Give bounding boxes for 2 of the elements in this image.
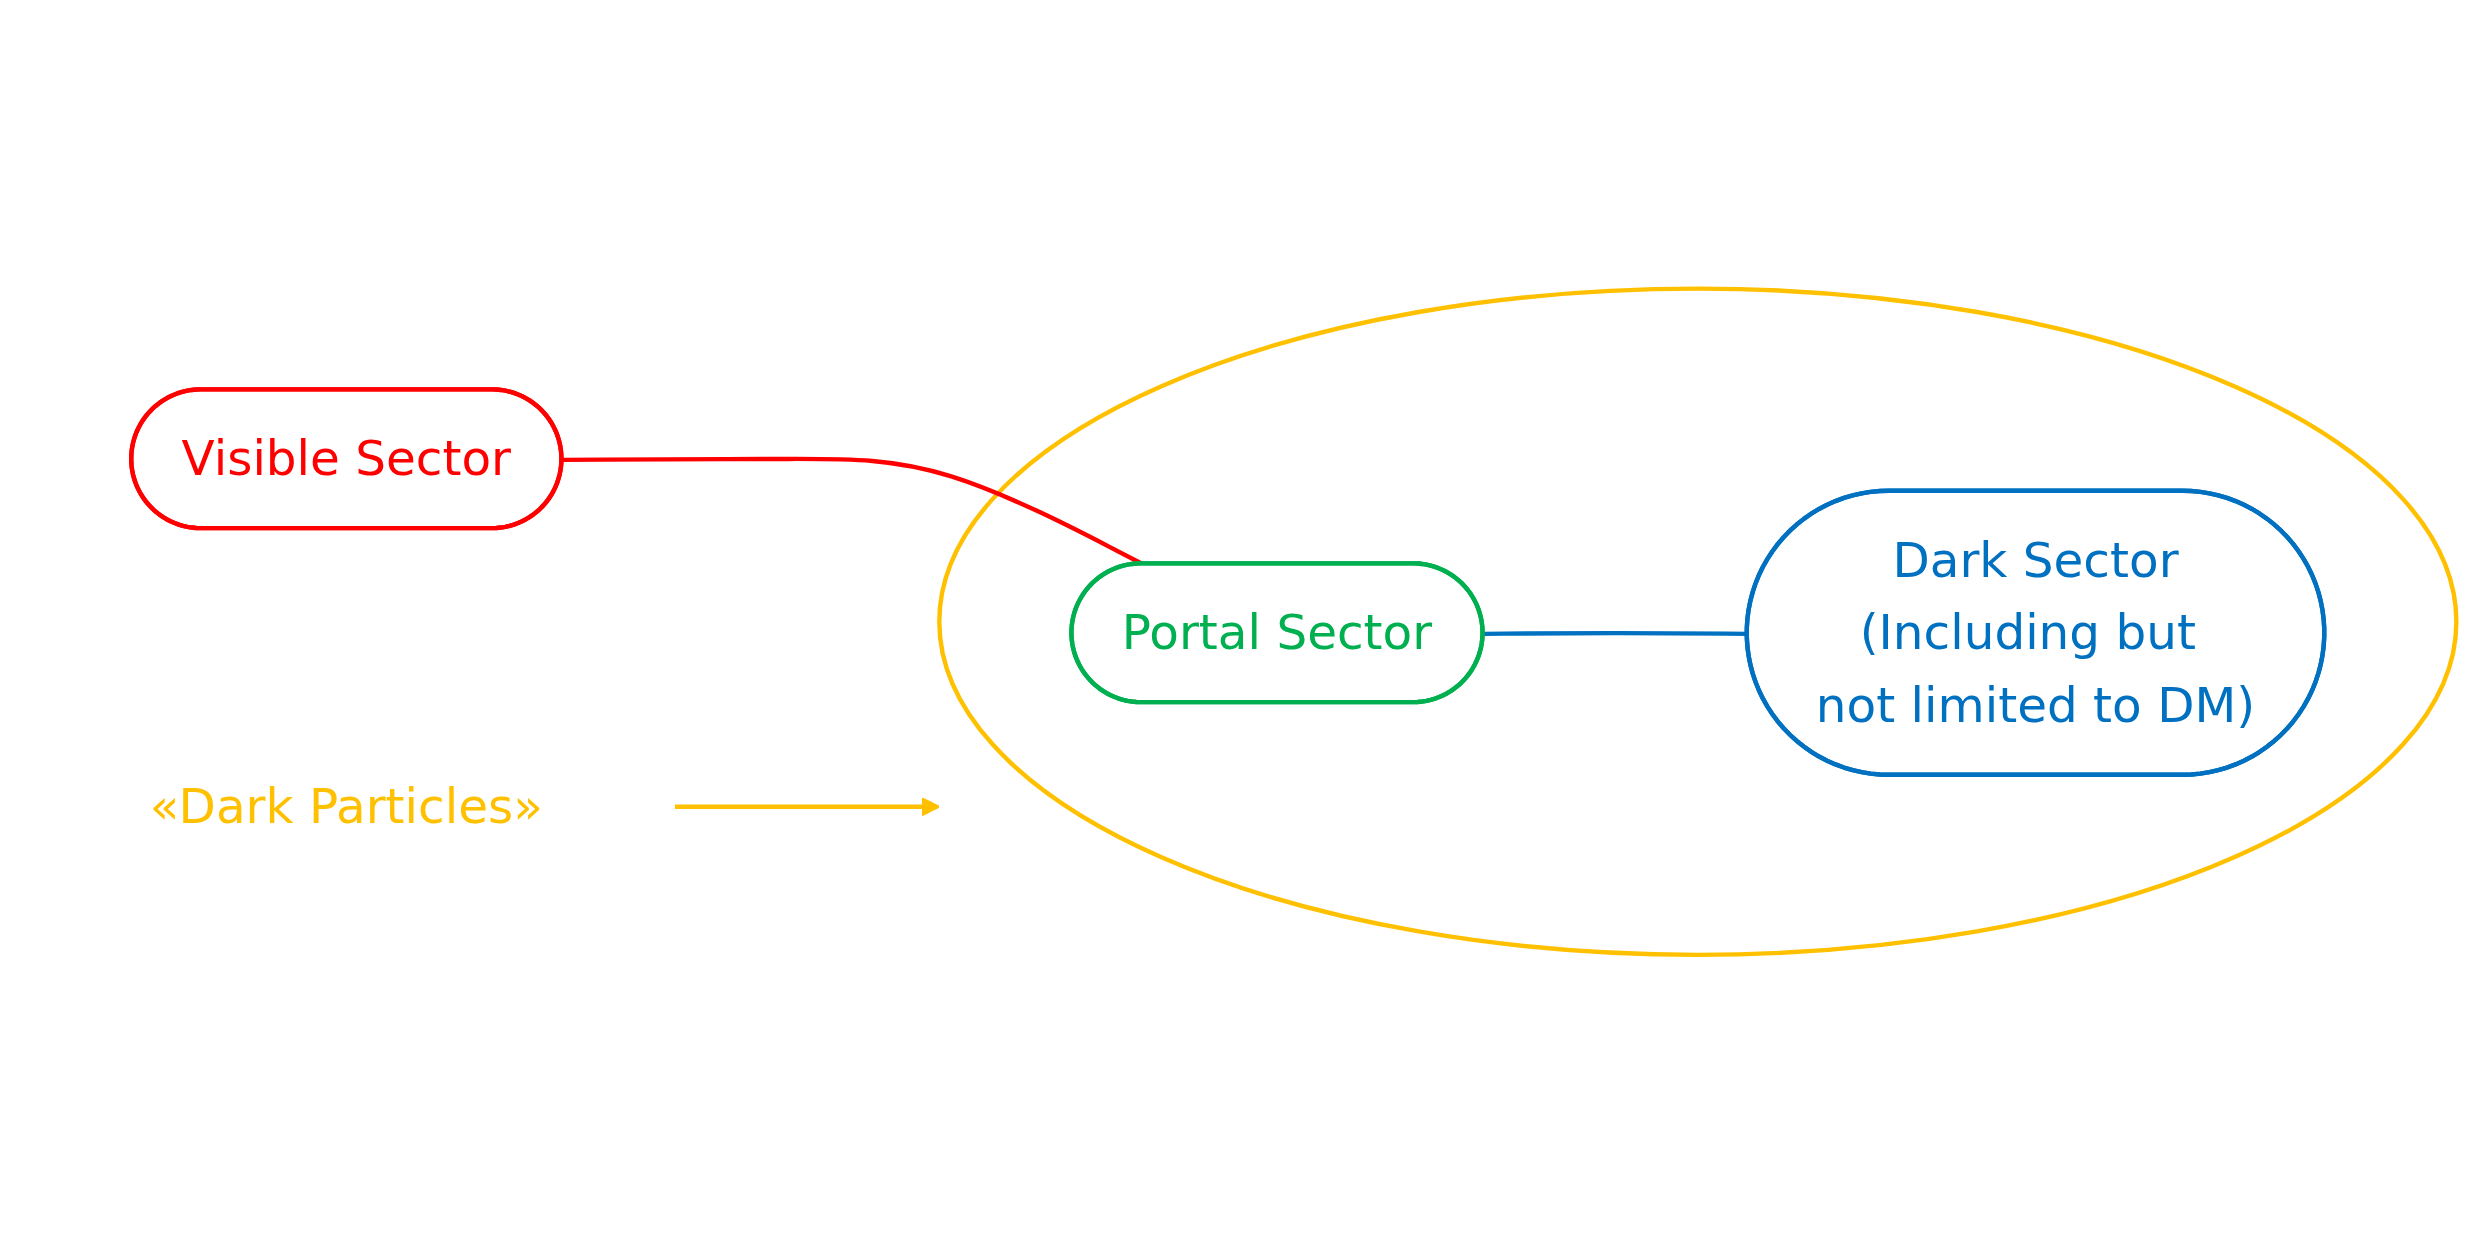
node-text: «Dark Particles» <box>149 778 543 835</box>
arrow <box>675 796 941 817</box>
